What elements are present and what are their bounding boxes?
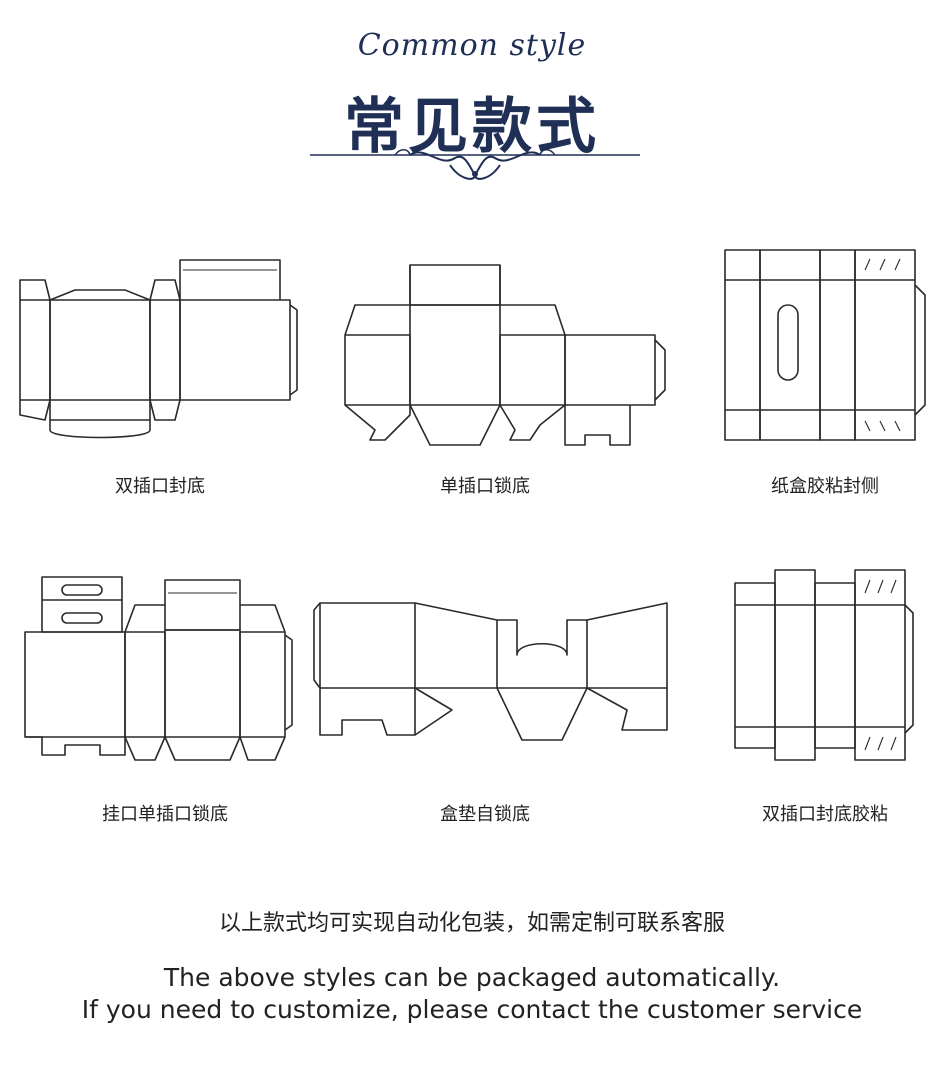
script-title: Common style [357, 28, 587, 63]
dieline-pad-self-lock [312, 595, 672, 750]
caption-double-tuck-glued: 双插口封底胶粘 [762, 804, 888, 825]
dieline-double-tuck-glued [730, 565, 920, 770]
dieline-hanger-tuck-lock [20, 575, 295, 770]
caption-pad-self-lock: 盒垫自锁底 [440, 804, 530, 825]
ornament-divider [310, 149, 640, 180]
footer-en-line2: If you need to customize, please contact… [81, 995, 863, 1024]
caption-single-tuck-lock: 单插口锁底 [440, 476, 530, 497]
dieline-double-tuck [15, 255, 300, 445]
main-title: 常见款式 [344, 92, 600, 162]
dieline-single-tuck-lock [340, 255, 670, 455]
caption-hanger-tuck-lock: 挂口单插口锁底 [102, 804, 228, 825]
footer-en-line1: The above styles can be packaged automat… [163, 963, 781, 992]
caption-glued-side: 纸盒胶粘封侧 [771, 476, 879, 497]
footer-en-note: The above styles can be packaged automat… [0, 962, 944, 1026]
header: Common style 常见款式 [0, 0, 944, 200]
caption-double-tuck: 双插口封底 [115, 476, 205, 497]
dieline-glued-side [720, 245, 930, 445]
footer-cn-note: 以上款式均可实现自动化包装，如需定制可联系客服 [218, 911, 725, 936]
